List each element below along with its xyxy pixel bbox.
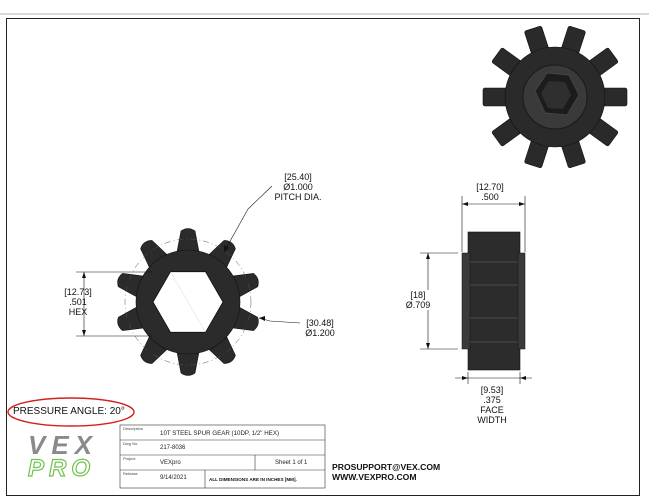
face-width-label-1: FACE: [480, 405, 504, 415]
project-value: VEXpro: [160, 460, 181, 466]
page-top-border: [0, 13, 649, 15]
title-block: Description 10T STEEL SPUR GEAR (10DP, 1…: [120, 425, 325, 488]
sheet-value: Sheet 1 of 1: [275, 460, 308, 466]
hub-dia-mm: [18]: [410, 290, 426, 300]
face-width-top-mm: [12.70]: [476, 182, 504, 192]
face-width-inch: .375: [483, 395, 501, 405]
outer-dia-dimension: [30.48] Ø1.200: [298, 318, 342, 338]
pitch-dia-label: PITCH DIA.: [274, 192, 322, 202]
gear-front-view: [117, 228, 259, 376]
release-label: Release: [123, 471, 138, 476]
face-width-label-2: WIDTH: [477, 415, 507, 425]
contact-block: PROSUPPORT@VEX.COM WWW.VEXPRO.COM: [332, 462, 440, 482]
pressure-angle-note: PRESSURE ANGLE: 20°: [13, 406, 125, 417]
project-label: Project: [123, 456, 136, 461]
face-width-dimension: [9.53] .375 FACE WIDTH: [470, 385, 514, 425]
pitch-dia-mm: [25.40]: [284, 172, 312, 182]
face-width-top-dimension: [12.70] .500: [468, 182, 512, 202]
dwg-no-label: Dwg No.: [123, 441, 139, 446]
pitch-dia-dimension: [25.40] Ø1.000 PITCH DIA.: [268, 172, 328, 202]
logo-vex-text: VEX: [28, 430, 99, 460]
pressure-angle-highlight: [7, 397, 135, 427]
drawing-frame: [6, 18, 640, 496]
hub-dia-dimension: [18] Ø.709: [398, 290, 438, 310]
hex-mm: [12.73]: [64, 287, 92, 297]
outer-dia-inch: Ø1.200: [305, 328, 335, 338]
gear-side-view: [461, 231, 526, 371]
pitch-dia-inch: Ø1.000: [283, 182, 313, 192]
title-block-frame: [119, 424, 326, 489]
hex-inch: .501: [69, 297, 87, 307]
description-value: 10T STEEL SPUR GEAR (10DP, 1/2" HEX): [160, 430, 280, 437]
gear-3d-view: [482, 25, 628, 169]
support-email: PROSUPPORT@VEX.COM: [332, 462, 441, 472]
dimensions-note: ALL DIMENSIONS ARE IN INCHES [MM].: [209, 477, 297, 482]
logo-pro-text: PRO: [27, 455, 96, 482]
dwg-no-value: 217-8036: [160, 445, 186, 451]
hex-label: HEX: [68, 307, 88, 317]
release-value: 9/14/2021: [160, 475, 187, 481]
face-width-top-inch: .500: [481, 192, 499, 202]
description-label: Description: [123, 426, 144, 431]
hex-dimension: [12.73] .501 HEX: [58, 287, 98, 317]
hub-dia-inch: Ø.709: [405, 300, 431, 310]
website: WWW.VEXPRO.COM: [332, 472, 417, 482]
vex-pro-logo: VEX PRO: [22, 432, 114, 484]
outer-dia-mm: [30.48]: [306, 318, 334, 328]
face-width-mm: [9.53]: [480, 385, 504, 395]
